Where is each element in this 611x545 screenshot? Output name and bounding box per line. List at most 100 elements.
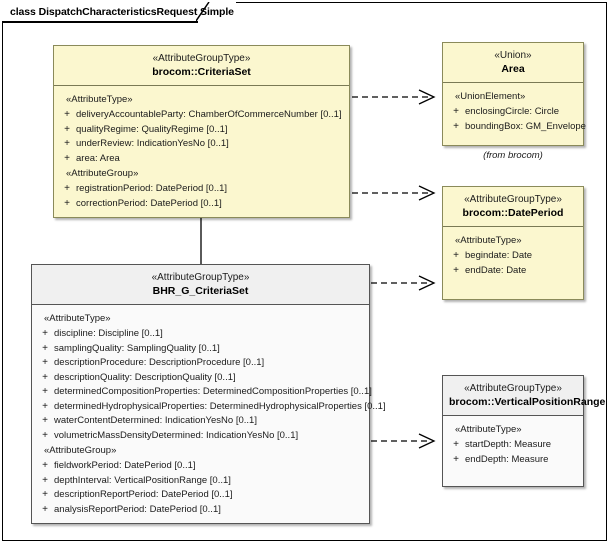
- attribute-row[interactable]: + startDepth: Measure: [447, 438, 579, 453]
- attribute-text: begindate: Date: [465, 250, 533, 261]
- section-label: «UnionElement»: [455, 91, 526, 102]
- visibility-marker: +: [42, 386, 48, 397]
- class-name: brocom::DatePeriod: [462, 207, 564, 219]
- visibility-marker: +: [42, 342, 48, 354]
- attribute-row[interactable]: + deliveryAccountableParty: ChamberOfCom…: [58, 108, 345, 123]
- attribute-row[interactable]: + determinedCompositionProperties: Deter…: [36, 385, 372, 400]
- attribute-row[interactable]: + enclosingCircle: Circle: [447, 105, 579, 120]
- attribute-text: registrationPeriod: DatePeriod [0..1]: [76, 183, 228, 194]
- attribute-row[interactable]: + descriptionQuality: DescriptionQuality…: [36, 371, 365, 386]
- visibility-marker: +: [453, 453, 459, 465]
- attribute-row[interactable]: + registrationPeriod: DatePeriod [0..1]: [58, 182, 345, 197]
- attribute-row[interactable]: + samplingQuality: SamplingQuality [0..1…: [36, 342, 365, 357]
- visibility-marker: +: [42, 328, 48, 339]
- attribute-row[interactable]: + descriptionReportPeriod: DatePeriod [0…: [36, 488, 365, 503]
- attribute-text: enclosingCircle: Circle: [465, 106, 559, 117]
- class-stereotype: «AttributeGroupType»: [464, 194, 562, 205]
- attribute-text: deliveryAccountableParty: ChamberOfComme…: [76, 109, 342, 120]
- class-header-area: «Union» Area: [443, 43, 583, 83]
- section-label: «AttributeType»: [66, 94, 133, 105]
- attribute-text: descriptionQuality: DescriptionQuality […: [54, 371, 236, 383]
- attribute-text: correctionPeriod: DatePeriod [0..1]: [76, 197, 222, 209]
- attribute-text: endDate: Date: [465, 264, 527, 276]
- visibility-marker: +: [42, 503, 48, 515]
- diagram-title-underline: [2, 21, 198, 23]
- visibility-marker: +: [64, 183, 70, 194]
- visibility-marker: +: [42, 371, 48, 383]
- attribute-text: determinedHydrophysicalProperties: Deter…: [54, 400, 386, 412]
- visibility-marker: +: [42, 400, 48, 412]
- class-name: Area: [501, 63, 525, 75]
- attribute-text: boundingBox: GM_Envelope: [465, 120, 586, 132]
- attribute-row[interactable]: + area: Area: [58, 152, 345, 167]
- class-box-dateperiod[interactable]: «AttributeGroupType» brocom::DatePeriod …: [442, 186, 584, 300]
- diagram-title-tab: class DispatchCharacteristicsRequest Sim…: [2, 2, 236, 21]
- visibility-marker: +: [64, 138, 70, 149]
- diagram-title-label: class DispatchCharacteristicsRequest Sim…: [10, 5, 234, 18]
- class-box-verticalpositionrange[interactable]: «AttributeGroupType» brocom::VerticalPos…: [442, 375, 606, 487]
- attribute-text: samplingQuality: SamplingQuality [0..1]: [54, 342, 220, 354]
- attribute-row[interactable]: + endDepth: Measure: [447, 453, 579, 468]
- attribute-row[interactable]: + endDate: Date: [447, 264, 579, 279]
- attribute-text: volumetricMassDensityDetermined: Indicat…: [54, 429, 299, 441]
- class-header-bhr-g-criteriaset: «AttributeGroupType» BHR_G_CriteriaSet: [32, 265, 369, 305]
- visibility-marker: +: [453, 264, 459, 276]
- visibility-marker: +: [453, 120, 459, 132]
- section-label: «AttributeGroup»: [44, 445, 117, 456]
- visibility-marker: +: [64, 152, 70, 164]
- visibility-marker: +: [42, 415, 48, 426]
- visibility-marker: +: [42, 357, 48, 368]
- attribute-text: determinedCompositionProperties: Determi…: [54, 386, 372, 397]
- class-name: brocom::VerticalPositionRange: [449, 396, 606, 408]
- class-name: BHR_G_CriteriaSet: [152, 285, 249, 297]
- class-stereotype: «Union»: [494, 50, 532, 61]
- visibility-marker: +: [453, 250, 459, 261]
- section-label: «AttributeType»: [455, 424, 522, 435]
- class-body-verticalpositionrange: «AttributeType» + startDepth: Measure + …: [443, 416, 583, 486]
- attribute-text: area: Area: [76, 152, 120, 164]
- class-body-criteriaset: «AttributeType» + deliveryAccountablePar…: [54, 86, 349, 217]
- attribute-row[interactable]: + analysisReportPeriod: DatePeriod [0..1…: [36, 503, 365, 518]
- attribute-text: underReview: IndicationYesNo [0..1]: [76, 138, 229, 149]
- attribute-text: analysisReportPeriod: DatePeriod [0..1]: [54, 503, 221, 515]
- attribute-text: qualityRegime: QualityRegime [0..1]: [76, 123, 228, 135]
- attribute-text: endDepth: Measure: [465, 453, 549, 465]
- attribute-row[interactable]: + descriptionProcedure: DescriptionProce…: [36, 356, 365, 371]
- attribute-row[interactable]: + depthInterval: VerticalPositionRange […: [36, 474, 365, 489]
- attribute-row[interactable]: + underReview: IndicationYesNo [0..1]: [58, 137, 345, 152]
- class-box-area[interactable]: «Union» Area «UnionElement» + enclosingC…: [442, 42, 586, 146]
- visibility-marker: +: [64, 109, 70, 120]
- attribute-row[interactable]: + qualityRegime: QualityRegime [0..1]: [58, 123, 345, 138]
- attribute-row[interactable]: + waterContentDetermined: IndicationYesN…: [36, 414, 365, 429]
- attribute-text: descriptionProcedure: DescriptionProcedu…: [54, 357, 265, 368]
- class-box-bhr-g-criteriaset[interactable]: «AttributeGroupType» BHR_G_CriteriaSet «…: [31, 264, 386, 524]
- attribute-row[interactable]: + fieldworkPeriod: DatePeriod [0..1]: [36, 459, 365, 474]
- class-header-criteriaset: «AttributeGroupType» brocom::CriteriaSet: [54, 46, 349, 86]
- attribute-row[interactable]: + boundingBox: GM_Envelope: [447, 120, 586, 135]
- visibility-marker: +: [453, 439, 459, 450]
- section-label: «AttributeType»: [44, 313, 111, 324]
- area-package-note: (from brocom): [483, 150, 543, 161]
- attribute-text: waterContentDetermined: IndicationYesNo …: [54, 415, 257, 426]
- visibility-marker: +: [64, 123, 70, 135]
- visibility-marker: +: [64, 197, 70, 209]
- section-label: «AttributeGroup»: [66, 168, 139, 179]
- attribute-text: fieldworkPeriod: DatePeriod [0..1]: [54, 460, 196, 471]
- attribute-text: descriptionReportPeriod: DatePeriod [0..…: [54, 489, 233, 500]
- class-name: brocom::CriteriaSet: [152, 66, 251, 78]
- section-label: «AttributeType»: [455, 235, 522, 246]
- class-stereotype: «AttributeGroupType»: [152, 53, 251, 64]
- class-box-criteriaset[interactable]: «AttributeGroupType» brocom::CriteriaSet…: [53, 45, 350, 218]
- attribute-row[interactable]: + discipline: Discipline [0..1]: [36, 327, 365, 342]
- attribute-row[interactable]: + correctionPeriod: DatePeriod [0..1]: [58, 197, 345, 212]
- class-body-dateperiod: «AttributeType» + begindate: Date + endD…: [443, 227, 583, 299]
- class-body-area: «UnionElement» + enclosingCircle: Circle…: [443, 83, 586, 145]
- class-header-verticalpositionrange: «AttributeGroupType» brocom::VerticalPos…: [443, 376, 606, 416]
- diagram-title-diagonal: [196, 2, 210, 22]
- attribute-row[interactable]: + begindate: Date: [447, 249, 579, 264]
- class-body-bhr-g-criteriaset: «AttributeType» + discipline: Discipline…: [32, 305, 386, 523]
- visibility-marker: +: [42, 489, 48, 500]
- attribute-row[interactable]: + determinedHydrophysicalProperties: Det…: [36, 400, 386, 415]
- attribute-row[interactable]: + volumetricMassDensityDetermined: Indic…: [36, 429, 365, 444]
